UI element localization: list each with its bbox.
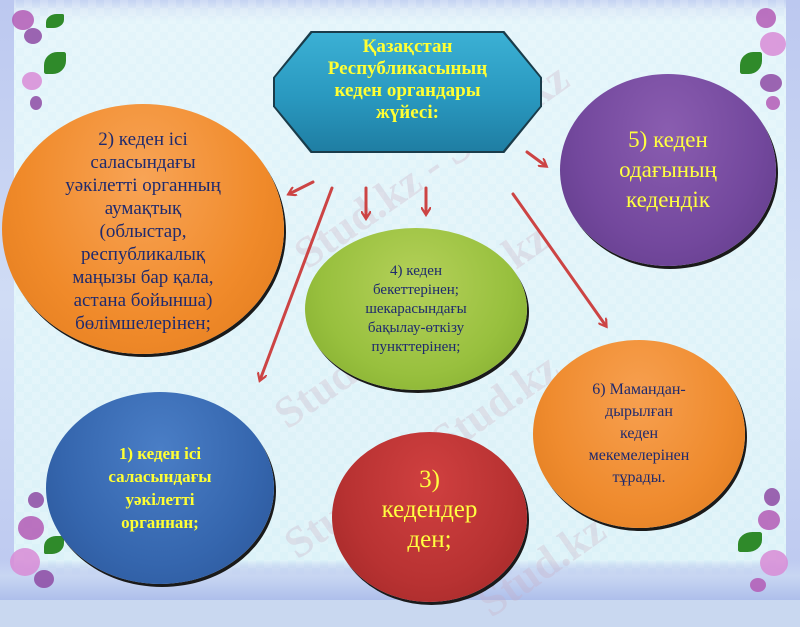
- node-line: мекемелерінен: [588, 447, 690, 464]
- node-line: 6) Мамандан-: [592, 381, 686, 398]
- node-4-text: 4) кеден бекеттерінен; шекарасындағы бақ…: [365, 262, 466, 357]
- node-line: саласындағы: [90, 151, 196, 173]
- node-5-bubble: 5) кеден одағының кедендік: [560, 74, 776, 266]
- flower-decoration-bottom-left-icon: [4, 486, 64, 596]
- left-border-strip: [0, 0, 14, 600]
- node-line: (облыстар,: [99, 220, 187, 242]
- node-line: бақылау-өткізу: [367, 319, 465, 336]
- title-line: Қазақстан: [362, 36, 453, 57]
- node-line: органнан;: [121, 513, 199, 532]
- node-1-bubble: 1) кеден ісі саласындағы уәкілетті орган…: [46, 392, 274, 584]
- node-line: республикалық: [80, 243, 206, 265]
- node-line: кеден: [619, 425, 659, 442]
- right-border-strip: [786, 0, 800, 600]
- node-1-text: 1) кеден ісі саласындағы уәкілетті орган…: [108, 442, 211, 534]
- node-5-text: 5) кеден одағының кедендік: [619, 125, 717, 215]
- node-line: пункттерінен;: [371, 338, 461, 355]
- node-6-text: 6) Мамандан- дырылған кеден мекемелеріне…: [589, 379, 690, 489]
- title-line: Республикасының: [327, 58, 488, 79]
- node-6-bubble: 6) Мамандан- дырылған кеден мекемелеріне…: [533, 340, 745, 528]
- node-line: 5) кеден: [628, 127, 708, 152]
- node-line: астана бойынша): [73, 289, 213, 311]
- node-line: одағының: [619, 157, 717, 182]
- node-line: уәкілетті: [125, 490, 195, 509]
- node-line: дырылған: [605, 403, 673, 420]
- node-line: бөлімшелерінен;: [75, 312, 211, 334]
- flower-decoration-top-right-icon: [730, 4, 790, 114]
- node-line: саласындағы: [108, 467, 212, 486]
- node-line: бекеттерінен;: [373, 281, 459, 298]
- node-line: 3): [419, 466, 440, 493]
- flower-decoration-bottom-right-icon: [730, 486, 790, 596]
- node-line: кедендік: [626, 187, 710, 212]
- flower-decoration-top-left-icon: [4, 4, 66, 114]
- diagram-title: Қазақстан Республикасының кеден органдар…: [275, 36, 540, 124]
- node-line: шекарасындағы: [365, 300, 467, 317]
- node-4-bubble: 4) кеден бекеттерінен; шекарасындағы бақ…: [305, 228, 527, 390]
- node-3-bubble: 3) кедендер ден;: [332, 432, 527, 602]
- node-line: кедендер: [381, 496, 478, 523]
- node-2-bubble: 2) кеден ісі саласындағы уәкілетті орган…: [2, 104, 284, 354]
- node-line: 4) кеден: [390, 262, 442, 279]
- node-line: тұрады.: [612, 469, 666, 486]
- node-line: ден;: [407, 526, 452, 553]
- title-line: кеден органдары: [334, 80, 481, 101]
- node-line: уәкілетті органның: [65, 174, 221, 196]
- node-line: маңызы бар қала,: [72, 266, 214, 288]
- node-line: 1) кеден ісі: [118, 444, 202, 463]
- title-line: жүйесі:: [376, 102, 439, 123]
- node-3-text: 3) кедендер ден;: [382, 465, 478, 555]
- node-line: аумақтық: [104, 197, 182, 219]
- node-2-text: 2) кеден ісі саласындағы уәкілетті орган…: [33, 124, 253, 335]
- node-line: 2) кеден ісі: [98, 128, 188, 150]
- title-shape: [275, 33, 540, 151]
